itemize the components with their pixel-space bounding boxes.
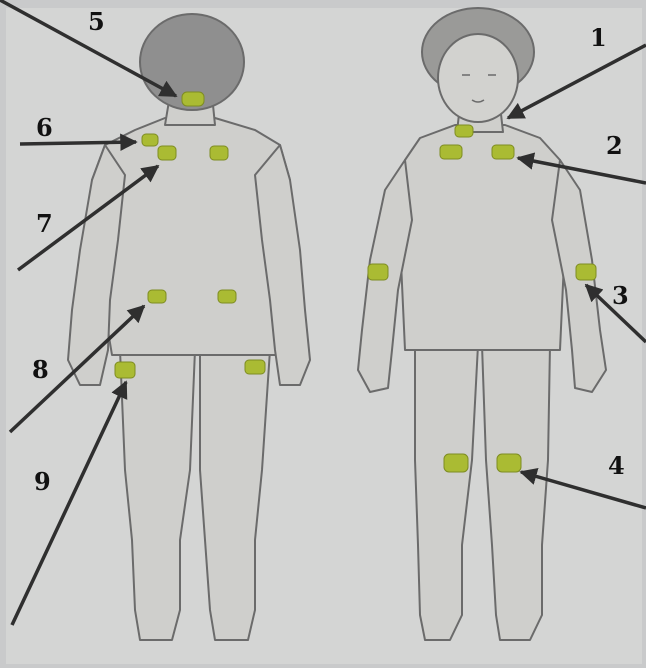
node-marker-6 (142, 134, 158, 146)
label-1: 1 (590, 26, 607, 50)
label-6: 6 (36, 116, 53, 140)
node-marker-8a (148, 290, 166, 303)
node-marker-2a (440, 145, 462, 159)
node-marker-4b (497, 454, 521, 472)
label-3: 3 (612, 284, 629, 308)
front-torso (400, 125, 565, 350)
node-marker-5 (182, 92, 204, 106)
node-marker-1 (455, 125, 473, 137)
label-4: 4 (608, 454, 625, 478)
label-2: 2 (606, 134, 623, 158)
label-5: 5 (88, 10, 105, 34)
node-marker-9a (115, 362, 135, 378)
back-torso (92, 118, 290, 355)
node-marker-2b (492, 145, 514, 159)
node-marker-3b (576, 264, 596, 280)
label-9: 9 (34, 470, 51, 494)
node-marker-9b (245, 360, 265, 374)
arrow-6 (20, 142, 136, 144)
label-7: 7 (36, 212, 53, 236)
node-marker-7a (158, 146, 176, 160)
label-8: 8 (32, 358, 49, 382)
front-face (438, 34, 518, 122)
node-marker-8b (218, 290, 236, 303)
node-marker-3a (368, 264, 388, 280)
node-marker-4a (444, 454, 468, 472)
node-marker-7b (210, 146, 228, 160)
